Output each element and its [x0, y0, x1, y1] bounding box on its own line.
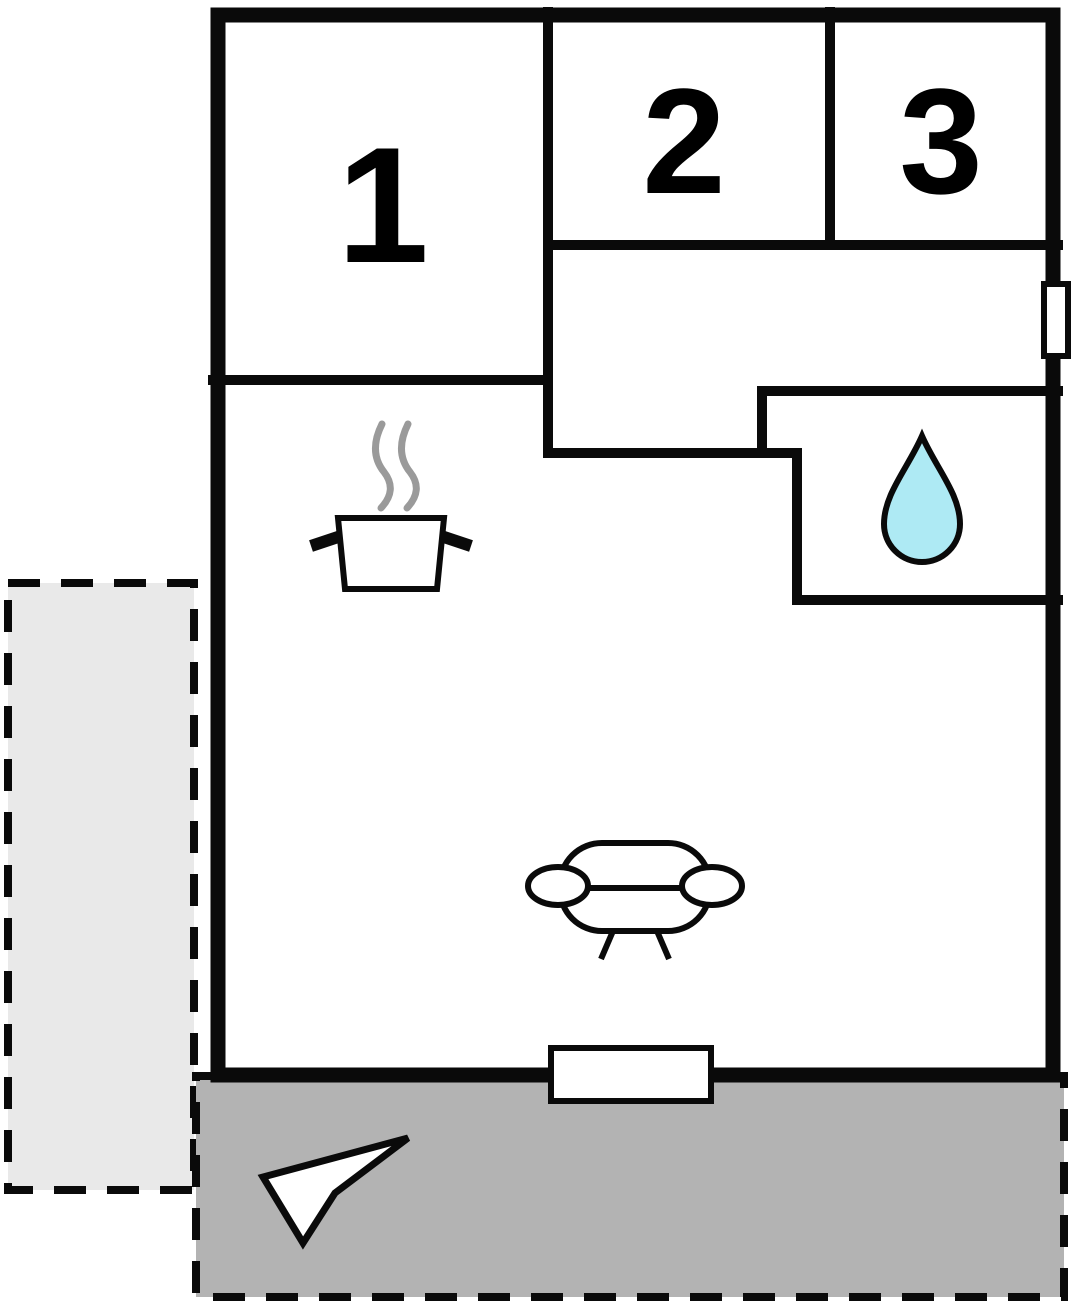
water-drop-icon — [880, 428, 964, 565]
steam-line-right — [398, 420, 420, 512]
sofa-leg-left — [598, 929, 616, 961]
room-2-label: 2 — [642, 57, 725, 225]
steam-line-left — [372, 420, 394, 512]
sofa-leg-right — [654, 929, 672, 961]
pot-handle-left — [309, 530, 343, 552]
sofa-armrest-right — [679, 864, 745, 908]
sofa-armrest-left — [525, 864, 591, 908]
interior-walls — [208, 7, 1063, 605]
room-3-label: 3 — [899, 57, 982, 225]
steam-pot-icon — [309, 420, 473, 592]
side-area — [4, 579, 198, 1194]
entrance-door — [548, 1045, 714, 1104]
pot-body — [334, 515, 448, 592]
sofa-icon — [525, 840, 745, 961]
north-arrow-icon — [257, 1134, 411, 1250]
window — [1041, 281, 1071, 359]
room-1-label: 1 — [337, 113, 429, 297]
pot-handle-right — [439, 530, 473, 552]
